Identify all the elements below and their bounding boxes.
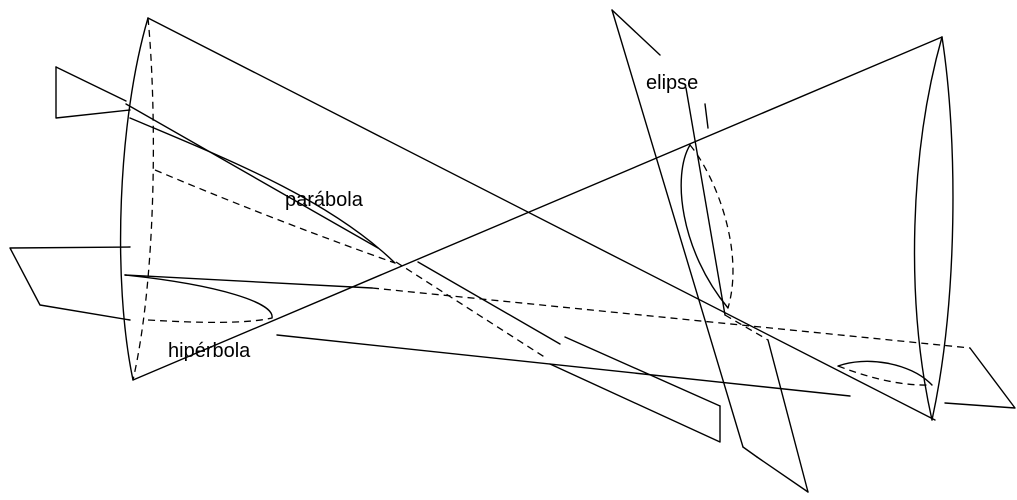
- parabola-label: parábola: [285, 189, 364, 211]
- left-cone-base-back: [132, 17, 155, 381]
- parabola-plane-top-edge-2: [125, 103, 379, 249]
- hyperbola-curves: [124, 274, 933, 386]
- ellipse-plane-left-edge: [611, 9, 744, 448]
- hiperbola-label: hipérbola: [168, 340, 251, 362]
- parabola-curve-back: [154, 169, 396, 264]
- parabola-curve: [129, 117, 396, 264]
- hyperbola-plane: [9, 246, 1016, 409]
- parabola-plane-lower-edge: [549, 363, 721, 443]
- parabola-plane-top-edge-3: [417, 261, 561, 345]
- ellipse-curve: [680, 144, 734, 309]
- right-cone-base-front: [931, 36, 954, 421]
- hyperbola-left-branch-back: [147, 317, 273, 324]
- ellipse-plane-bottom-edge: [756, 456, 809, 493]
- ellipse-plane-right-edge-2: [767, 339, 809, 493]
- ellipse-plane-right-edge-hidden: [724, 314, 769, 341]
- right-cone-base-back: [913, 36, 943, 421]
- parabola-plane-top-edge-1: [55, 66, 127, 102]
- elipse-label: elipse: [646, 72, 698, 94]
- parabola-plane-hidden-edge: [395, 261, 547, 359]
- ellipse-plane-right-edge-1: [685, 87, 726, 316]
- right-cone: [913, 36, 954, 421]
- parabola-plane: [55, 66, 721, 443]
- left-cone-upper-generator: [147, 17, 936, 421]
- ellipse-curve-back: [689, 144, 734, 309]
- ellipse-curve-front: [680, 144, 729, 309]
- hyperbola-plane-bottom-edge: [276, 334, 851, 397]
- hyperbola-plane-top-edge-1: [124, 274, 373, 289]
- parabola-plane-right-edge: [564, 336, 721, 407]
- elipse-leader-line: [704, 103, 709, 129]
- hyperbola-right-branch-front: [837, 360, 933, 386]
- parabola-plane-left-edge: [55, 66, 131, 119]
- hyperbola-plane-right-edge: [944, 347, 1016, 409]
- ellipse-plane-bottom-left: [742, 446, 758, 458]
- hyperbola-right-branch-back: [837, 365, 933, 386]
- left-cone-base-front: [119, 17, 149, 381]
- ellipse-plane-top-edge-1: [611, 9, 661, 56]
- left-cone-lower-generator: [132, 36, 943, 381]
- hyperbola-plane-left-edge: [9, 246, 131, 321]
- hyperbola-left-branch-front: [124, 274, 273, 319]
- ellipse-plane: [611, 9, 809, 493]
- left-cone: [119, 17, 943, 421]
- parabola-curve-front: [129, 117, 396, 264]
- hyperbola-plane-top-edge-hidden: [371, 287, 971, 349]
